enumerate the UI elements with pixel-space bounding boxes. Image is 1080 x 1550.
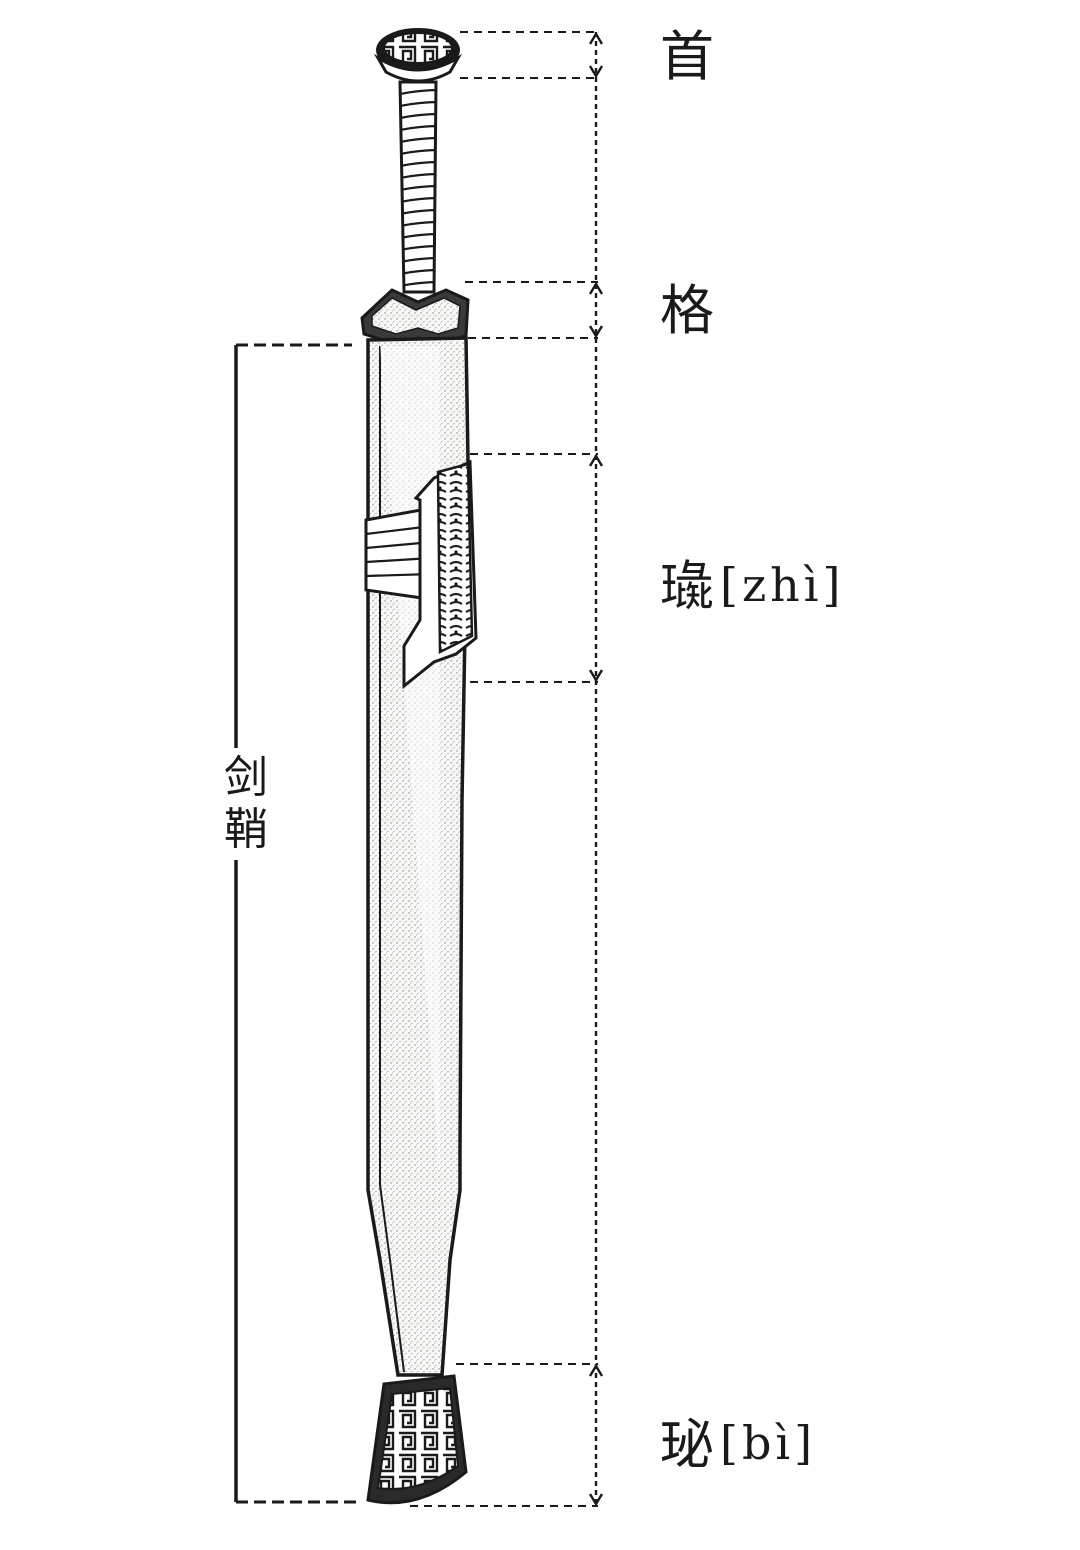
scabbard-slide xyxy=(364,459,478,690)
label-bi-pinyin: [bì] xyxy=(720,1416,817,1470)
label-zhi-pinyin: [zhì] xyxy=(720,558,845,612)
chape xyxy=(366,1374,468,1505)
label-pommel-char: 首 xyxy=(660,25,714,88)
label-bi-char: 珌 xyxy=(660,1413,714,1476)
label-guard-char: 格 xyxy=(660,279,714,342)
pommel xyxy=(373,28,463,83)
label-scabbard-char-1: 剑 xyxy=(224,752,268,803)
grip xyxy=(398,80,438,294)
label-scabbard: 剑 鞘 xyxy=(222,748,270,860)
label-zhi-char: 璏 xyxy=(660,555,714,618)
label-scabbard-slide: 璏[zhì] xyxy=(660,560,844,614)
label-chape: 珌[bì] xyxy=(660,1418,816,1472)
guard xyxy=(360,288,470,346)
left-dimension xyxy=(234,343,360,1504)
label-pommel: 首 xyxy=(660,30,714,84)
right-dimension xyxy=(410,31,604,1507)
label-scabbard-char-2: 鞘 xyxy=(224,804,268,855)
label-guard: 格 xyxy=(660,284,714,338)
